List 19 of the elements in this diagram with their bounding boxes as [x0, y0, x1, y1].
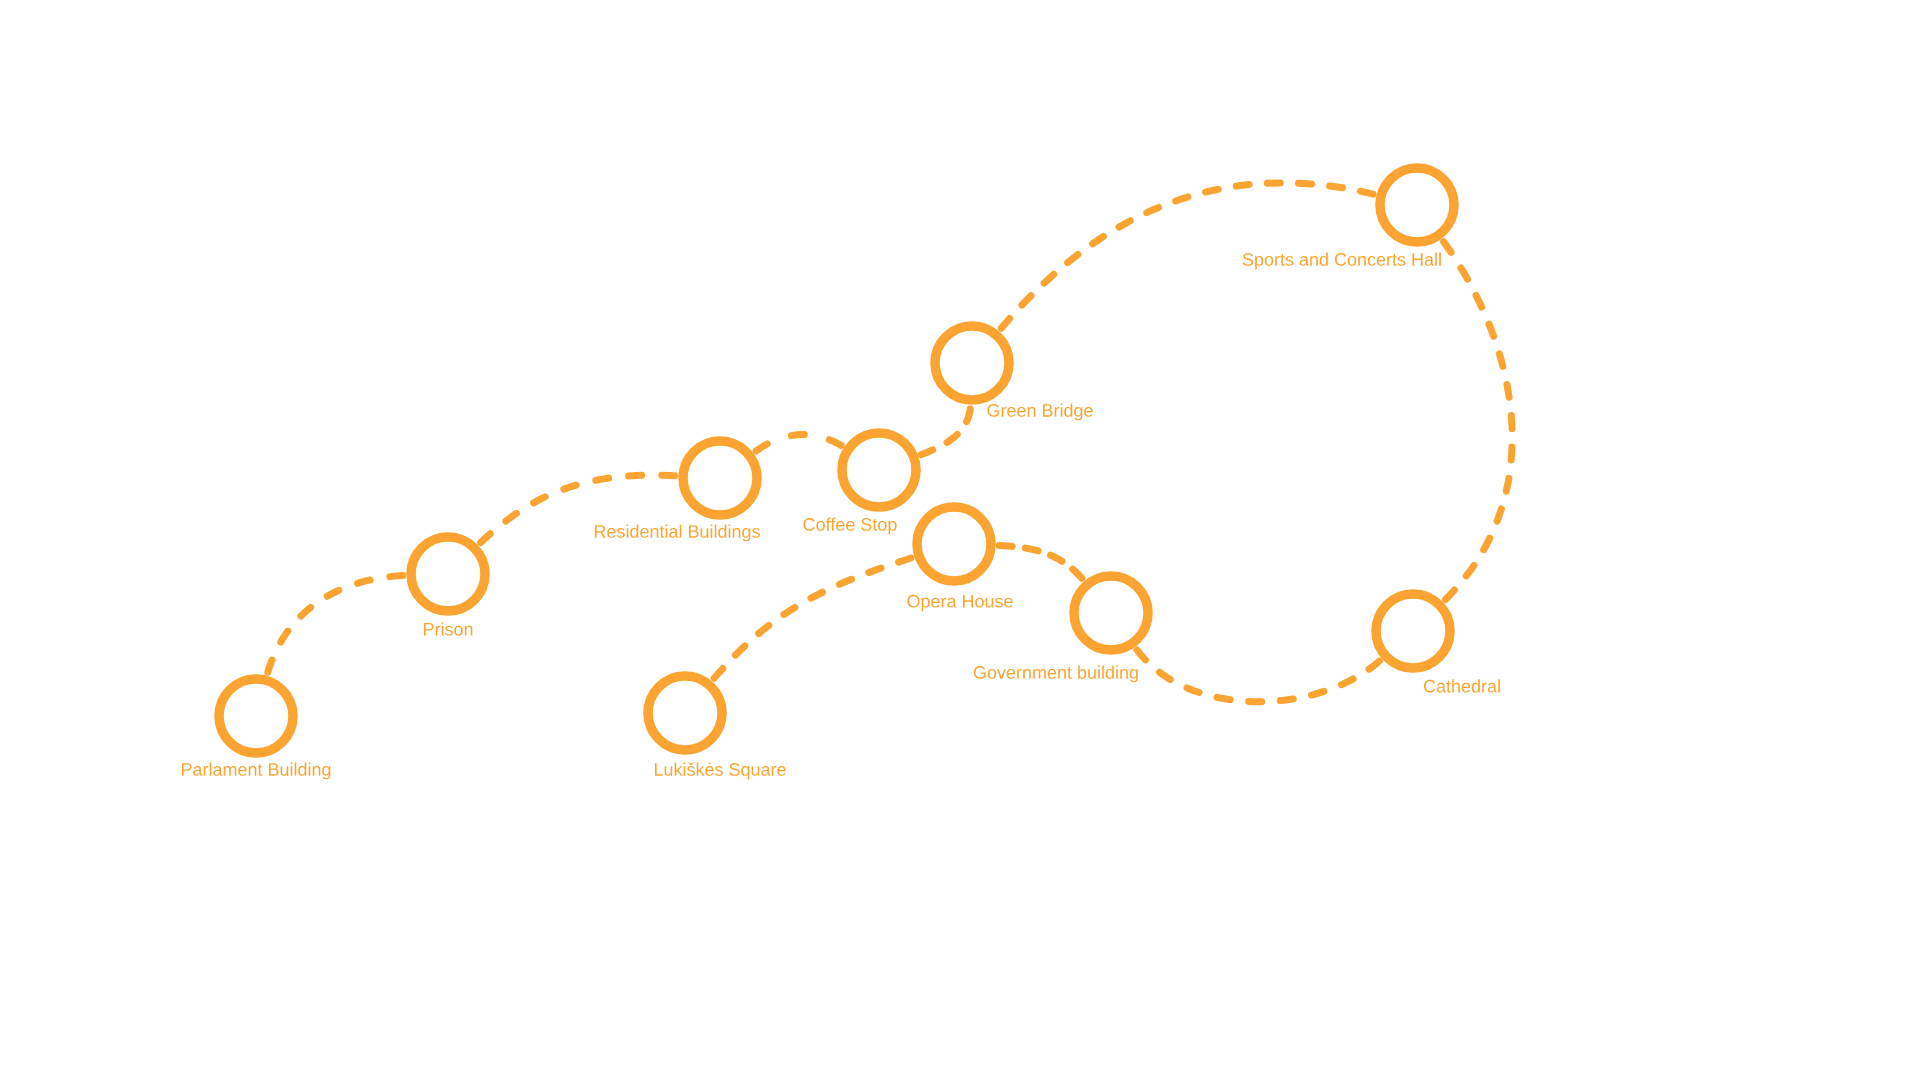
place-label: Lukiškės Square [654, 762, 786, 780]
place-label: Government building [973, 665, 1138, 683]
route-line [995, 542, 1086, 582]
place-label: Residential Buildings [594, 524, 760, 542]
route-line [710, 554, 915, 682]
route-line [997, 179, 1377, 332]
place-label: Parlament Building [181, 762, 331, 780]
place-label: Sports and Concerts Hall [1242, 252, 1441, 270]
route-line [1133, 646, 1383, 706]
route-line [477, 471, 679, 547]
place-label: Cathedral [1423, 679, 1500, 693]
route-line [917, 404, 974, 459]
place-label: Coffee Stop [803, 517, 897, 535]
place-label: Prison [424, 622, 473, 636]
place-label: Green Bridge [987, 403, 1093, 421]
route-line [752, 431, 845, 455]
route-line [264, 572, 407, 676]
route-line [1440, 238, 1516, 603]
place-label: Opera House [907, 594, 1013, 612]
